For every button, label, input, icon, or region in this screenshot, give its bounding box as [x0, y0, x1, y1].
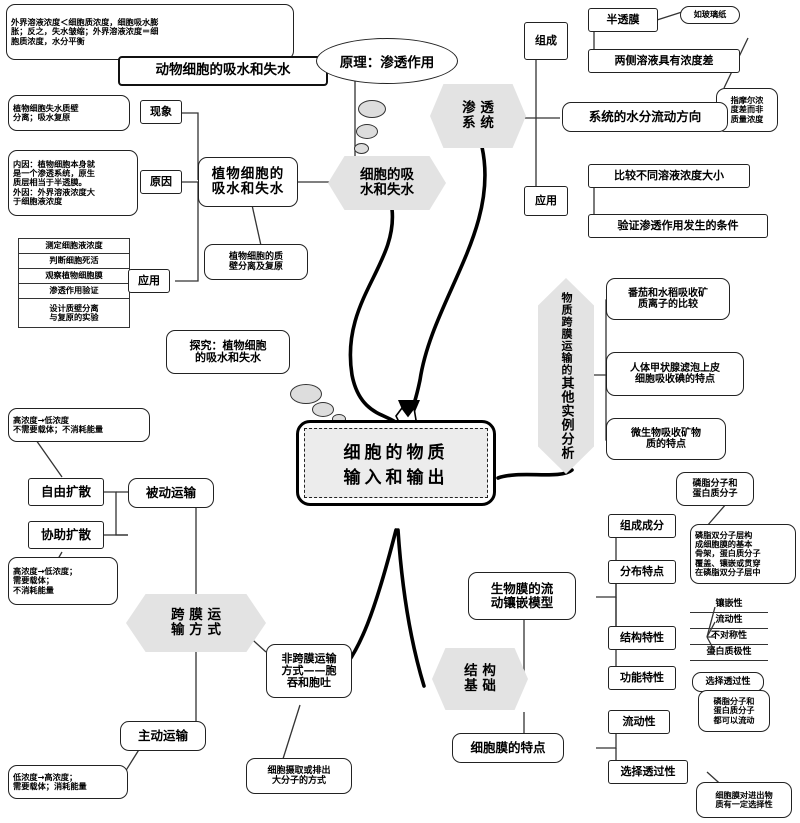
animal-cell-note: 外界溶液浓度＜细胞质浓度，细胞吸水膨 胀；反之，失水皱缩；外界溶液浓度＝细 胞质…	[6, 4, 294, 60]
hex-transport-mode[interactable]: 跨 膜 运 输 方 式	[126, 594, 266, 652]
osmotic-composition-label[interactable]: 组成	[524, 22, 568, 60]
water-flow-direction[interactable]: 系统的水分流动方向	[562, 102, 728, 132]
application-item[interactable]: 设计质壁分离 与复原的实验	[49, 302, 99, 322]
cause-label[interactable]: 原因	[140, 170, 182, 194]
membrane-structure-label[interactable]: 结构特性	[608, 626, 676, 650]
hex-cell-water-absorption[interactable]: 细胞的吸 水和失水	[328, 156, 446, 210]
membrane-structure-item[interactable]: 蛋白质极性	[690, 645, 768, 661]
assisted-diffusion-note: 高浓度→低浓度； 需要载体； 不消耗能量	[8, 557, 118, 605]
semi-permeable-membrane[interactable]: 半透膜	[588, 8, 658, 32]
animal-cell-node[interactable]: 动物细胞的吸水和失水	[118, 56, 328, 86]
hex-other-cases[interactable]: 物质跨膜运输的 其他实例分析	[538, 278, 594, 474]
free-diffusion-node[interactable]: 自由扩散	[28, 478, 104, 506]
hex-osmotic-system[interactable]: 渗 透 系 统	[430, 84, 526, 148]
membrane-composition-label[interactable]: 组成成分	[608, 514, 676, 538]
inquiry-bubble[interactable]: 探究：植物细胞 的吸水和失水	[166, 330, 290, 374]
application-label[interactable]: 应用	[128, 269, 170, 293]
application-item[interactable]: 测定细胞液浓度	[19, 239, 129, 254]
assisted-diffusion-node[interactable]: 协助扩散	[28, 521, 104, 549]
central-topic-inner: 细胞的物质 输入和输出	[304, 428, 488, 498]
osmotic-application-item[interactable]: 比较不同溶液浓度大小	[588, 164, 750, 188]
phenomenon-label[interactable]: 现象	[140, 100, 182, 124]
phenomenon-note: 植物细胞失水质壁 分离；吸水复原	[8, 95, 130, 131]
membrane-structure-item[interactable]: 镶嵌性	[690, 597, 768, 613]
fluidity-note: 磷脂分子和 蛋白质分子 都可以流动	[698, 690, 770, 732]
thought-dot	[358, 100, 386, 118]
membrane-distribution-label[interactable]: 分布特点	[608, 560, 676, 584]
principle-bubble[interactable]: 原理：渗透作用	[316, 38, 458, 84]
selective-permeability-note: 细胞膜对进出物 质有一定选择性	[696, 782, 792, 818]
cause-note: 内因：植物细胞本身就 是一个渗透系统，原生 质层相当于半透膜。 外因：外界溶液浓…	[8, 150, 138, 216]
passive-transport-node[interactable]: 被动运输	[128, 478, 214, 508]
membrane-structure-list: 镶嵌性 流动性 不对称性 蛋白质极性	[690, 597, 768, 661]
application-item[interactable]: 观察植物细胞膜	[19, 269, 129, 284]
plasmolysis-node[interactable]: 植物细胞的质 壁分离及复原	[204, 244, 308, 280]
thought-dot	[290, 384, 322, 404]
osmotic-application-item[interactable]: 验证渗透作用发生的条件	[588, 214, 768, 238]
thought-dot	[312, 402, 334, 417]
cell-membrane-features-node[interactable]: 细胞膜的特点	[452, 733, 564, 763]
plant-cell-node[interactable]: 植物细胞的 吸水和失水	[198, 157, 298, 207]
application-list: 测定细胞液浓度 判断细胞死活 观察植物细胞膜 渗透作用验证 设计质壁分离 与复原…	[18, 238, 130, 328]
fluid-mosaic-node[interactable]: 生物膜的流 动镶嵌模型	[468, 572, 576, 620]
application-item[interactable]: 渗透作用验证	[19, 284, 129, 299]
non-transmembrane-note: 细胞摄取或排出 大分子的方式	[246, 758, 352, 794]
other-case-item[interactable]: 人体甲状腺滤泡上皮 细胞吸收碘的特点	[606, 352, 744, 396]
active-transport-note: 低浓度→高浓度； 需要载体；消耗能量	[8, 765, 128, 799]
central-topic[interactable]: 细胞的物质 输入和输出	[296, 420, 496, 506]
osmotic-application-label[interactable]: 应用	[524, 186, 568, 216]
thought-dot	[354, 143, 369, 154]
central-line-2: 输入和输出	[343, 468, 449, 488]
central-line-1: 细胞的物质	[343, 443, 449, 463]
selective-permeability-label[interactable]: 选择透过性	[608, 760, 688, 784]
free-diffusion-note: 高浓度→低浓度 不需要载体；不消耗能量	[8, 408, 150, 442]
membrane-structure-item[interactable]: 流动性	[690, 613, 768, 629]
membrane-function-label[interactable]: 功能特性	[608, 666, 676, 690]
concentration-difference[interactable]: 两侧溶液具有浓度差	[588, 49, 740, 73]
active-transport-node[interactable]: 主动运输	[120, 721, 206, 751]
other-case-item[interactable]: 番茄和水稻吸收矿 质离子的比较	[606, 278, 730, 320]
thought-dot	[356, 124, 378, 139]
membrane-distribution-note: 磷脂双分子层构 成细胞膜的基本 骨架，蛋白质分子 覆盖、镶嵌或贯穿 在磷脂双分子…	[690, 524, 796, 584]
semi-permeable-note: 如玻璃纸	[680, 6, 740, 24]
membrane-structure-item[interactable]: 不对称性	[690, 629, 768, 645]
membrane-composition-note: 磷脂分子和 蛋白质分子	[676, 472, 754, 506]
fluidity-label[interactable]: 流动性	[608, 710, 670, 734]
membrane-function-note: 选择透过性	[692, 672, 764, 692]
application-item[interactable]: 判断细胞死活	[19, 254, 129, 269]
hex-structure-basis[interactable]: 结 构 基 础	[432, 648, 528, 710]
hex-other-cases-col1: 物质跨膜运输的	[560, 292, 573, 376]
non-transmembrane-node[interactable]: 非跨膜运输 方式——胞 吞和胞吐	[266, 644, 352, 698]
other-case-item[interactable]: 微生物吸收矿物 质的特点	[606, 418, 726, 460]
hex-other-cases-col2: 其他实例分析	[558, 376, 574, 460]
